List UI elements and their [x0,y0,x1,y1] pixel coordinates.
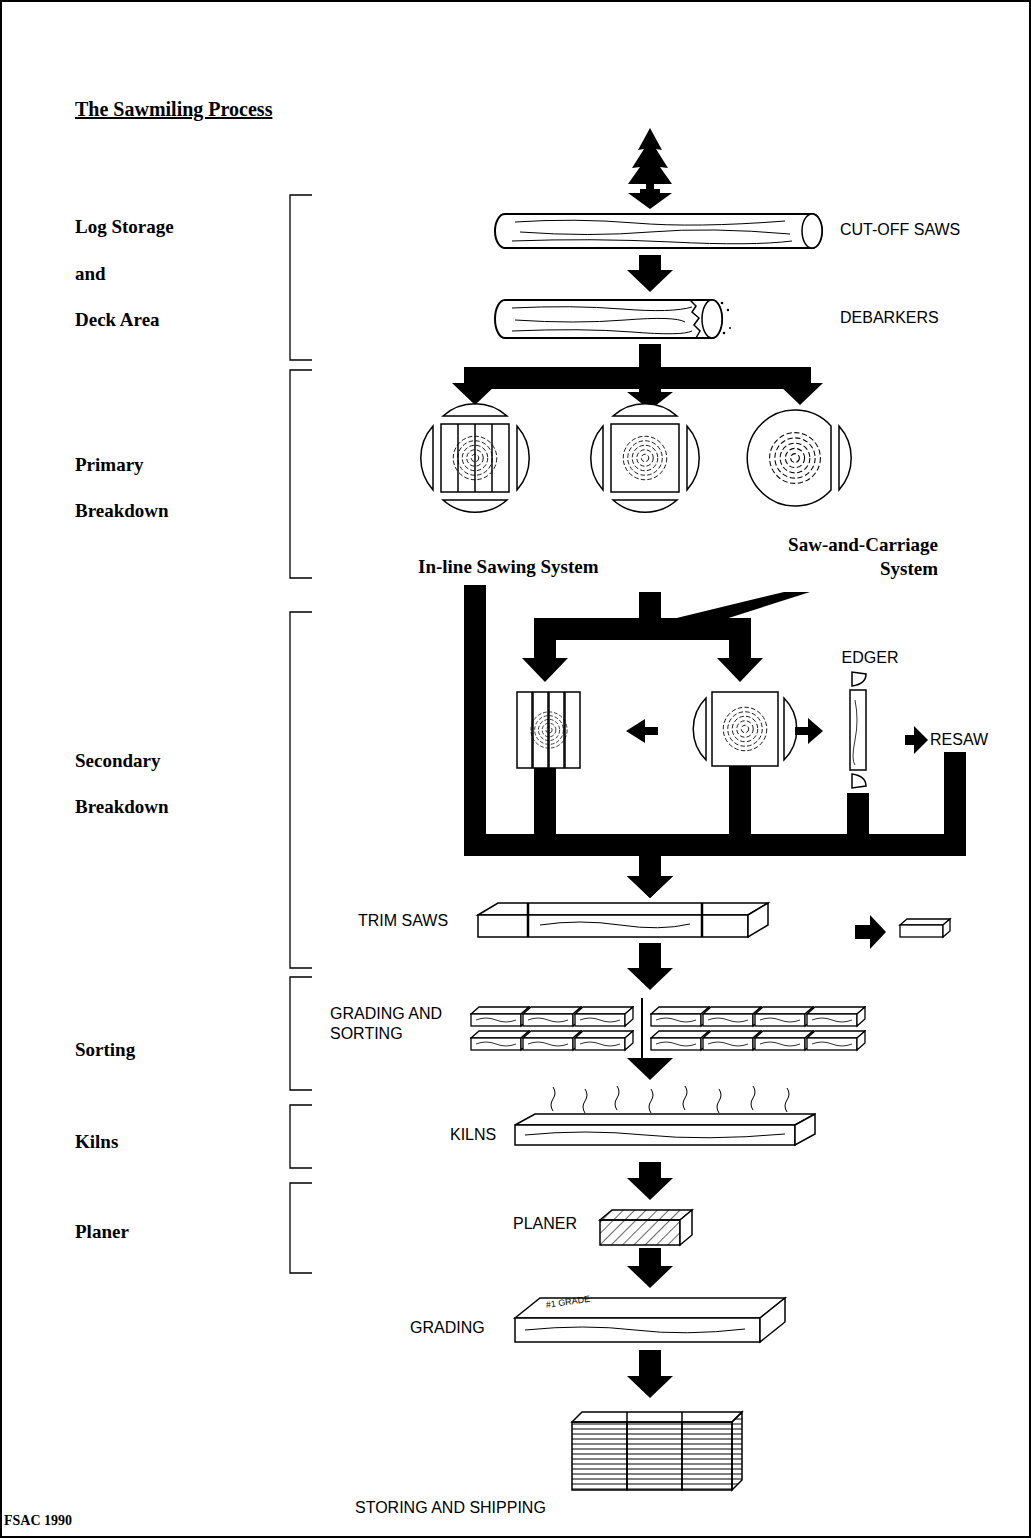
planer-stage: PLANER [505,1200,700,1248]
grading-stage: GRADING [400,1288,790,1350]
arrow-head [627,1058,673,1080]
section-label: Secondary Breakdown [75,738,190,830]
flow-arrow [627,943,673,990]
flow-arrow [627,1162,673,1200]
stage-label: RESAW [930,730,1006,750]
kiln-stage: KILNS [440,1080,820,1162]
arrow-shaft [475,585,650,876]
sorting-stage: GRADING AND SORTING [325,990,870,1062]
arrow-head [914,726,928,754]
arrow-head [627,876,673,898]
stage-label: KILNS [450,1125,515,1145]
section-label: Planer [75,1220,265,1244]
stage-label: GRADING [410,1318,510,1338]
stage-label: EDGER [837,648,903,668]
resaw-stage: RESAW [928,728,1008,752]
section-label: Kilns [75,1130,265,1154]
flow-arrow [627,1248,673,1288]
section-label: Sorting [75,1038,265,1062]
arrow-shaft [639,255,661,270]
flow-arrow [452,344,650,405]
debarker-stage: DEBARKERS [490,292,990,344]
stage-label: Saw-and-Carriage System [780,533,938,581]
arrow-shaft [639,1162,661,1178]
carriage-system: Saw-and-Carriage System [745,405,940,585]
flow-arrow [627,752,955,898]
arrow-head [627,1266,673,1288]
arrow-head [627,1376,673,1398]
cutoff-stage: CUT-OFF SAWS [490,205,990,255]
stage-label: PLANER [513,1214,593,1234]
inline-system: In-line Sawing System [415,405,665,585]
stage-label: CUT-OFF SAWS [840,220,980,240]
arrow-shaft [475,344,650,383]
arrow-shaft [650,752,955,876]
stage-label: TRIM SAWS [358,911,468,931]
arrow-shaft [639,1350,661,1376]
section-label: Log Storage [75,215,265,239]
edger-stage: EDGER [835,648,905,793]
source-note: FSAC 1990 [4,1512,124,1529]
arrow-shaft [639,943,661,968]
stage-label: STORING AND SHIPPING [355,1498,595,1518]
stage-label: DEBARKERS [840,308,980,328]
arrow-head [452,383,498,405]
stage-label: GRADING AND SORTING [330,1004,465,1044]
trim-saw-stage: TRIM SAWS [350,898,780,943]
arrow-head [627,968,673,990]
arrow-shaft [905,735,914,745]
flow-arrow [650,344,823,405]
arrow-head [777,383,823,405]
arrow-head [627,876,673,898]
flow-arrow [905,726,928,754]
section-label: Deck Area [75,308,265,332]
section-label: and [75,262,265,286]
diagram-title: The Sawmiling Process [75,97,272,121]
arrow-shaft [639,1248,661,1266]
arrow-shaft [650,344,800,383]
stage-label: In-line Sawing System [418,555,663,579]
arrow-head [627,876,673,898]
section-label: Primary Breakdown [75,442,190,534]
flow-arrow [627,255,673,292]
shipping-stage: STORING AND SHIPPING [350,1398,750,1523]
arrow-head [627,1178,673,1200]
flow-arrow [627,1058,673,1080]
arrow-head [627,270,673,292]
flow-arrow [627,1350,673,1398]
